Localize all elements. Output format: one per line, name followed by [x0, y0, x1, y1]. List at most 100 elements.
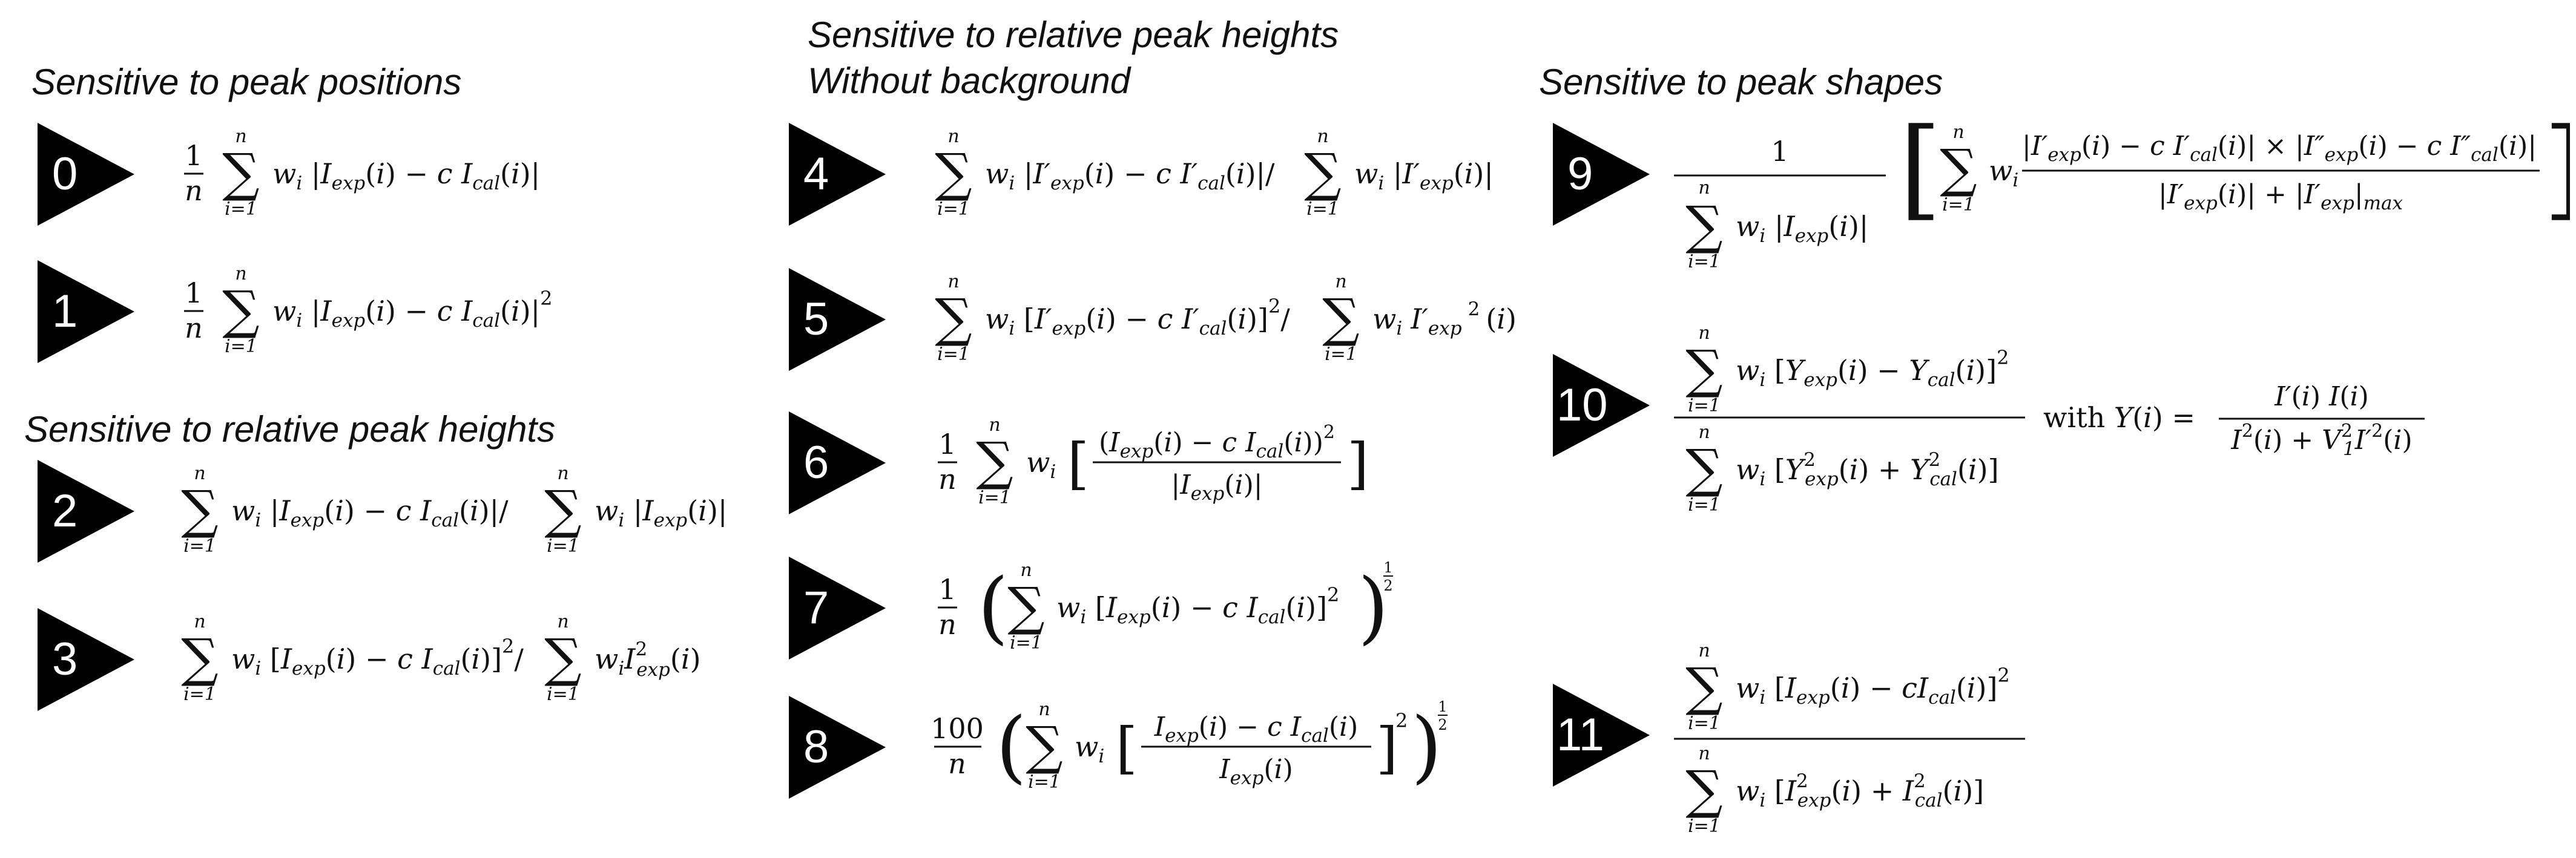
svg-text:(: ( — [978, 561, 1009, 653]
svg-text:i=1: i=1 — [225, 336, 257, 357]
svg-text:2: 2 — [1438, 716, 1447, 733]
formula-5: n ∑ i=1 wi [I′exp(i) − c I′cal(i)]2/ n ∑… — [929, 268, 1535, 371]
heading-peak-shapes: Sensitive to peak shapes — [1539, 62, 1943, 102]
svg-text:i=1: i=1 — [1010, 632, 1043, 653]
svg-text:i=1: i=1 — [1688, 251, 1721, 272]
heading-relative-peak-heights-no-bg-2: Without background — [808, 61, 1131, 101]
svg-text:∑: ∑ — [1007, 577, 1044, 637]
formula-11: n ∑ i=1 wi [Iexp(i) − cIcal(i)]2 n ∑ i=1… — [1674, 632, 2098, 838]
svg-text:wi: wi — [1075, 730, 1104, 767]
svg-text:∑: ∑ — [181, 480, 218, 540]
svg-text:n: n — [185, 174, 203, 207]
svg-text:]: ] — [2543, 105, 2570, 232]
svg-text:∑: ∑ — [222, 280, 259, 341]
svg-text:n: n — [1698, 177, 1710, 198]
svg-text:i=1: i=1 — [937, 198, 970, 220]
svg-text:n: n — [938, 463, 957, 496]
svg-text:i=1: i=1 — [937, 344, 970, 365]
svg-text:n: n — [194, 463, 205, 484]
svg-text:i=1: i=1 — [183, 535, 216, 557]
badge-6: 6 — [789, 411, 886, 514]
svg-text:wi |I′exp(i) − c I′cal(i)|/: wi |I′exp(i) − c I′cal(i)|/ — [985, 157, 1275, 194]
svg-text:1: 1 — [1771, 135, 1788, 168]
svg-text:n: n — [989, 414, 1000, 436]
svg-text:1: 1 — [185, 277, 202, 309]
formula-0: 1 n n ∑ i=1 wi |Iexp(i) − c Ical(i)| — [176, 123, 611, 226]
svg-text:n: n — [947, 271, 959, 292]
badge-number: 10 — [1556, 379, 1608, 431]
formula-2: n ∑ i=1 wi |Iexp(i) − c Ical(i)|/ n ∑ i=… — [176, 460, 757, 563]
svg-text:|I′exp(i) − c I′cal(i)| × |I″e: |I′exp(i) − c I′cal(i)| × |I″exp(i) − c … — [2022, 131, 2537, 166]
svg-text:1: 1 — [938, 428, 956, 460]
svg-text:i=1: i=1 — [1688, 816, 1721, 837]
svg-text:]: ] — [1347, 431, 1369, 496]
svg-text:n: n — [557, 463, 568, 484]
svg-text:∑: ∑ — [1322, 288, 1359, 349]
svg-text:∑: ∑ — [544, 480, 581, 540]
svg-text:wi [Yexp(i) − Ycal(i)]2: wi [Yexp(i) − Ycal(i)]2 — [1736, 346, 2009, 391]
svg-text:n: n — [947, 126, 959, 147]
badge-number: 7 — [803, 582, 829, 634]
badge-number: 2 — [52, 485, 78, 537]
svg-text:]: ] — [1376, 716, 1398, 781]
svg-text:∑: ∑ — [1685, 439, 1722, 499]
svg-text:wi |Iexp(i) − c Ical(i)|2: wi |Iexp(i) − c Ical(i)|2 — [272, 287, 553, 332]
svg-text:i=1: i=1 — [1028, 771, 1061, 793]
svg-text:I′(i) I(i): I′(i) I(i) — [2274, 381, 2369, 412]
formula-6: 1 n n ∑ i=1 wi [ (Iexp(i) − c Ical(i))2 … — [929, 411, 1414, 514]
svg-text:n: n — [1335, 271, 1346, 292]
svg-text:∑: ∑ — [1685, 195, 1722, 256]
badge-10: 10 — [1553, 354, 1650, 457]
badge-0: 0 — [38, 123, 134, 226]
badge-4: 4 — [789, 123, 886, 226]
svg-text:|Iexp(i)|: |Iexp(i)| — [1171, 470, 1262, 505]
heading-peak-positions: Sensitive to peak positions — [31, 62, 462, 102]
svg-text:(Iexp(i) − c Ical(i))2: (Iexp(i) − c Ical(i))2 — [1099, 422, 1335, 462]
formula-8: 100 n ( n ∑ i=1 wi [ Iexp(i) − c Ical(i)… — [929, 696, 1474, 799]
svg-text:100: 100 — [931, 712, 984, 745]
badge-8: 8 — [789, 696, 886, 799]
badge-11: 11 — [1553, 684, 1650, 787]
svg-text:i=1: i=1 — [978, 487, 1011, 508]
svg-text:i=1: i=1 — [1688, 395, 1721, 416]
formula-9: 1 n ∑ i=1 wi |Iexp(i)| [ n ∑ i=1 wi |I′e… — [1674, 103, 2570, 284]
svg-text:(: ( — [996, 700, 1027, 792]
formula-1: 1 n n ∑ i=1 wi |Iexp(i) − c Ical(i)|2 — [176, 260, 624, 363]
svg-text:i=1: i=1 — [1942, 194, 1975, 215]
svg-text:∑: ∑ — [935, 288, 972, 349]
badge-1: 1 — [38, 260, 134, 363]
svg-text:n: n — [235, 263, 246, 284]
svg-text:i=1: i=1 — [1325, 344, 1357, 365]
svg-text:wi: wi — [1026, 446, 1056, 483]
svg-text:n: n — [948, 747, 966, 780]
svg-text:n: n — [1952, 122, 1964, 143]
svg-text:∑: ∑ — [1685, 657, 1722, 718]
svg-text:2: 2 — [1395, 709, 1408, 732]
svg-text:i=1: i=1 — [1306, 198, 1339, 220]
svg-text:∑: ∑ — [1026, 716, 1062, 776]
svg-text:|I′exp(i)| + |I′exp|max: |I′exp(i)| + |I′exp|max — [2158, 179, 2403, 214]
badge-number: 0 — [52, 148, 78, 200]
formula-10: n ∑ i=1 wi [Yexp(i) − Ycal(i)]2 n ∑ i=1 … — [1674, 315, 2461, 520]
badge-number: 9 — [1567, 148, 1593, 200]
svg-text:[: [ — [1899, 105, 1942, 232]
badge-number: 6 — [803, 437, 829, 488]
formula-7: 1 n ( n ∑ i=1 wi [Iexp(i) − c Ical(i)]2 … — [929, 557, 1414, 660]
svg-text:Iexp(i) − c Ical(i): Iexp(i) − c Ical(i) — [1154, 712, 1359, 747]
svg-text:n: n — [1698, 640, 1710, 661]
badge-7: 7 — [789, 557, 886, 660]
svg-text:wi |Iexp(i)|: wi |Iexp(i)| — [1736, 210, 1868, 247]
svg-text:n: n — [1038, 699, 1050, 720]
svg-text:n: n — [1317, 126, 1328, 147]
svg-text:∑: ∑ — [1685, 339, 1722, 400]
svg-text:wi |I′exp(i)|: wi |I′exp(i)| — [1354, 157, 1494, 194]
heading-relative-peak-heights: Sensitive to relative peak heights — [24, 409, 556, 450]
svg-text:wi [Iexp(i) − cIcal(i)]2: wi [Iexp(i) − cIcal(i)]2 — [1736, 664, 2010, 709]
badge-9: 9 — [1553, 123, 1650, 226]
svg-text:with Y(i) =: with Y(i) = — [2043, 401, 2195, 434]
badge-number: 8 — [803, 721, 829, 773]
svg-text:1: 1 — [1438, 698, 1447, 715]
svg-text:1: 1 — [938, 573, 956, 606]
